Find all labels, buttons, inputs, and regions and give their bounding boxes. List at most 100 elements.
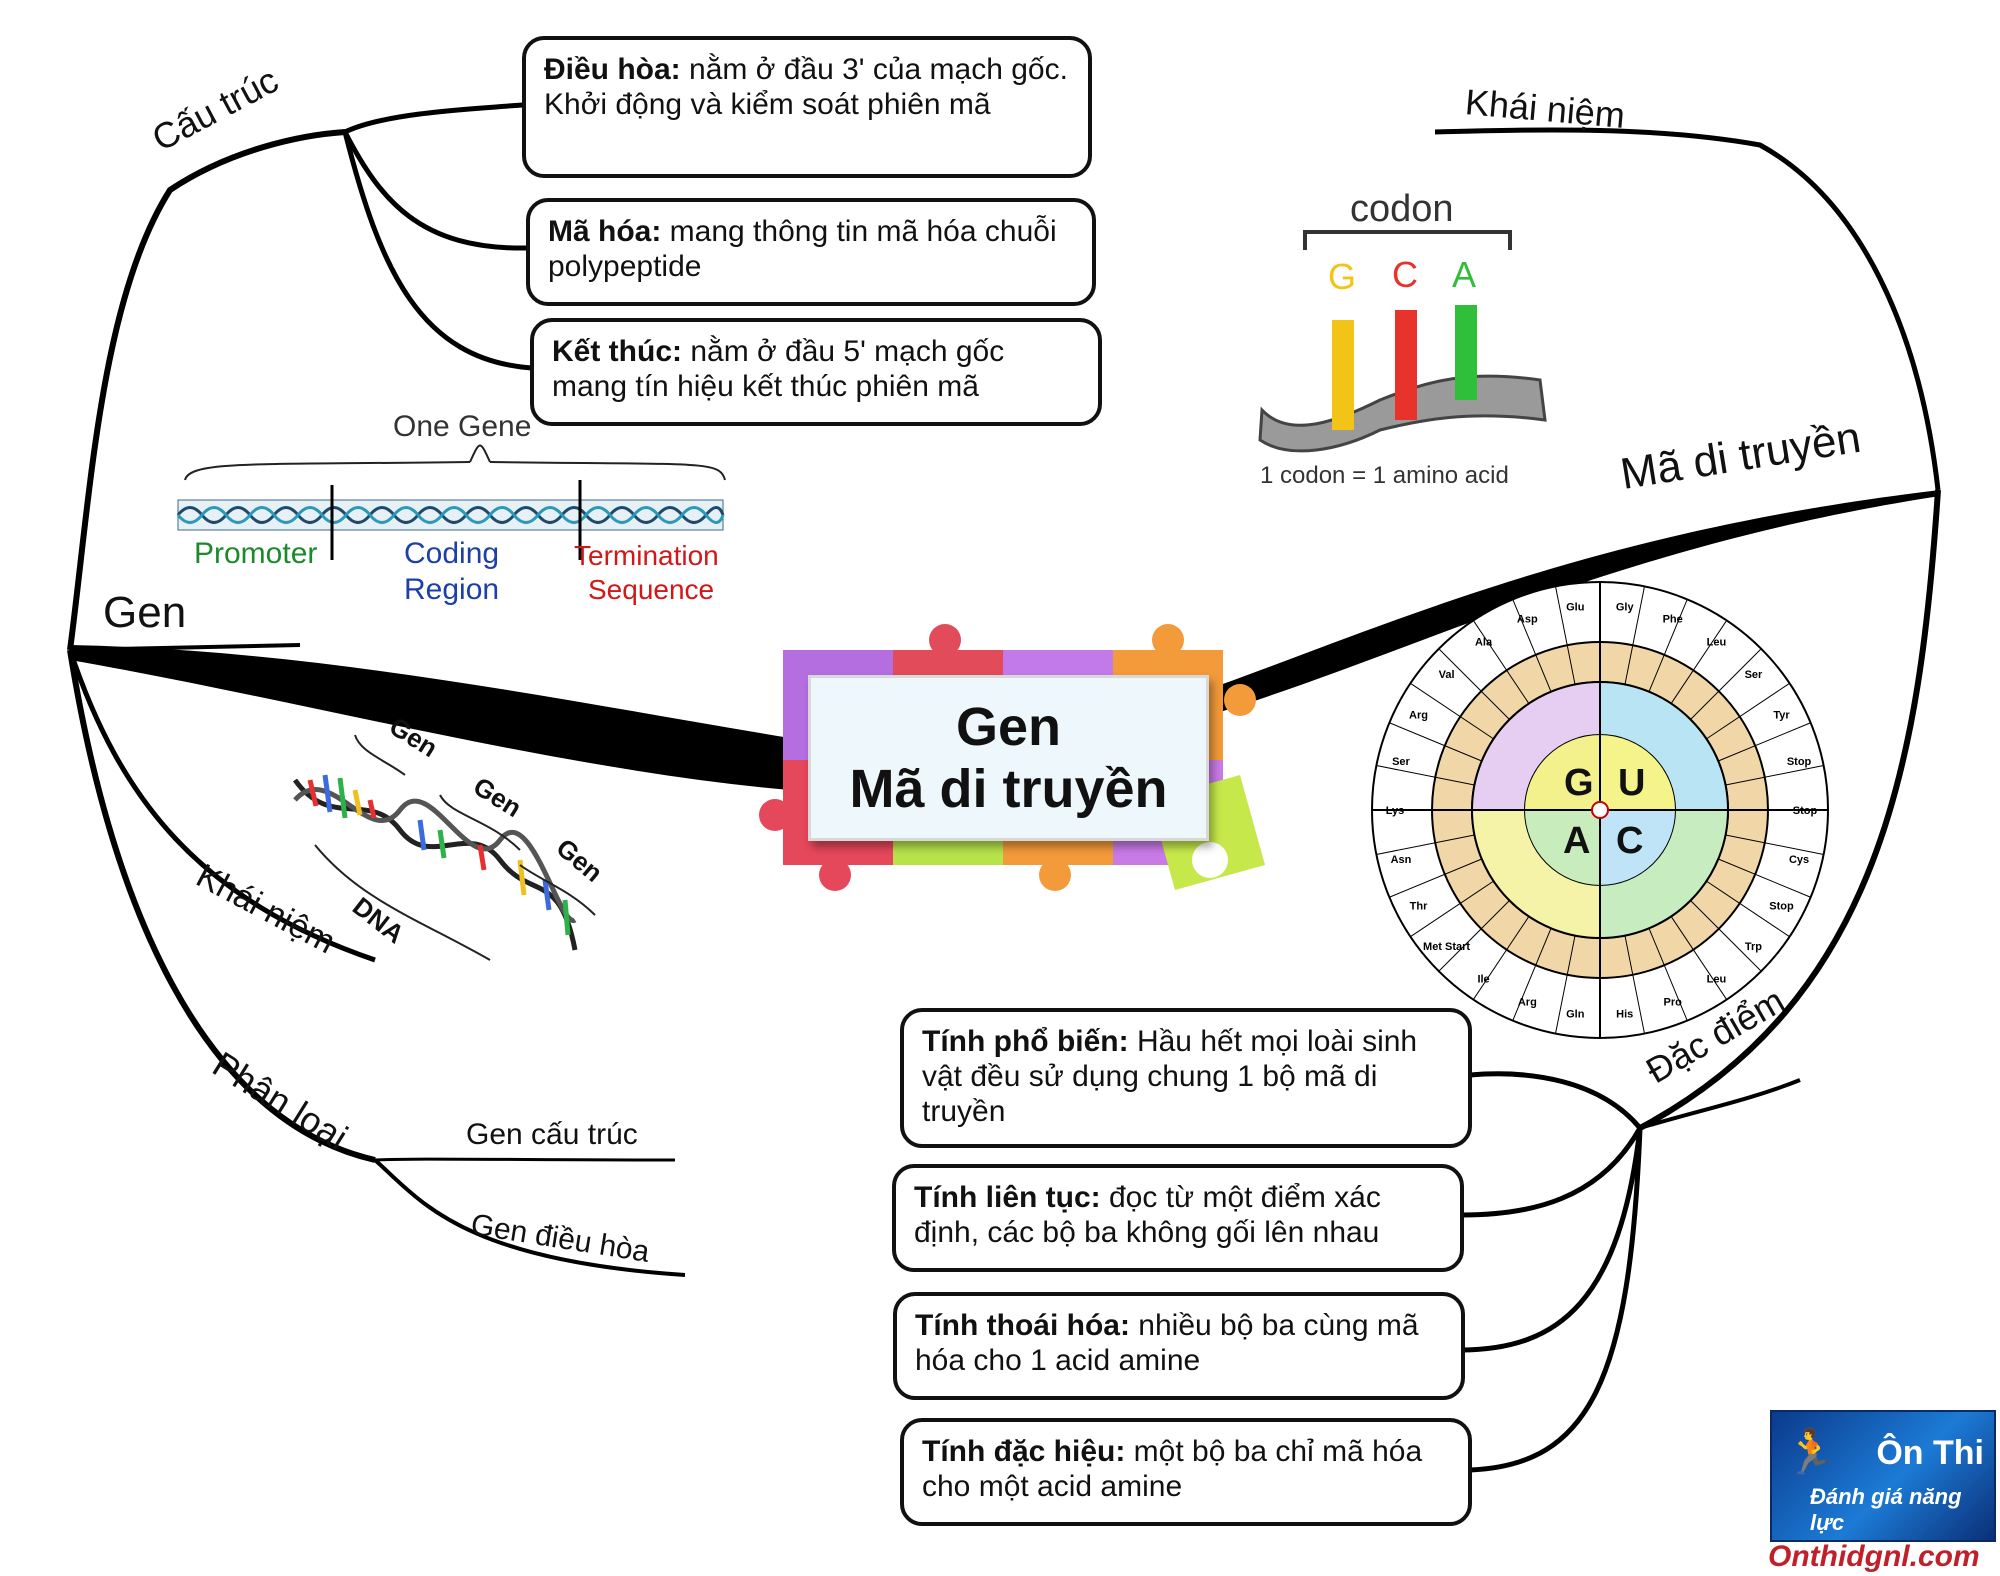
structure-item-term: Điều hòa:	[544, 53, 681, 86]
wheel-spoke	[1706, 682, 1790, 740]
wheel-spoke	[1555, 586, 1576, 685]
wheel-inner-u: U	[1618, 762, 1646, 804]
wheel-spoke	[1472, 620, 1530, 704]
branch-gen-underline	[69, 643, 301, 652]
feature-term: Tính phổ biến:	[922, 1025, 1129, 1058]
wheel-amino-label: Asn	[1391, 854, 1412, 866]
wheel-amino-label: Leu	[1707, 636, 1727, 648]
codon-wheel: GlyPheLeuSerTyrStopStopCysStopTrpLeuProH…	[1371, 581, 1829, 1039]
wheel-amino-label: His	[1616, 1009, 1633, 1021]
wheel-amino-label: Tyr	[1773, 710, 1790, 722]
feature-term: Tính liên tục:	[914, 1181, 1101, 1214]
structure-item-ma-hoa[interactable]: Mã hóa: mang thông tin mã hóa chuỗi poly…	[526, 198, 1096, 306]
central-topic[interactable]: Gen Mã di truyền	[808, 675, 1209, 841]
codon-bar-g	[1332, 320, 1354, 430]
wheel-spoke	[1725, 834, 1824, 855]
wheel-amino-label: Phe	[1663, 613, 1683, 625]
wheel-spoke	[1438, 648, 1510, 720]
wheel-amino-label: Gly	[1616, 601, 1635, 613]
wheel-amino-label: Ser	[1745, 669, 1763, 681]
gene-figure	[176, 444, 726, 560]
wheel-amino-label: Gln	[1566, 1009, 1585, 1021]
central-topic-line1: Gen	[955, 697, 1062, 757]
codon-bar-c	[1395, 310, 1417, 420]
feature-text: một bộ ba chỉ mã hóa cho một acid amine	[922, 1435, 1423, 1503]
classification-gen-cau-truc[interactable]: Gen cấu trúc	[466, 1118, 638, 1151]
wheel-spoke	[1718, 858, 1811, 898]
wheel-amino-label: Glu	[1566, 601, 1584, 613]
branch-feature2	[1461, 1126, 1643, 1218]
wheel-spoke	[1376, 834, 1475, 855]
branch-phan-loai	[67, 649, 376, 1163]
brand-logo[interactable]: 🏃 Ôn Thi Đánh giá năng lực	[1770, 1410, 1996, 1542]
wheel-spoke	[1670, 916, 1728, 1000]
feature-lien-tuc[interactable]: Tính liên tục: đọc từ một điểm xác định,…	[892, 1164, 1464, 1272]
gene-figure-coding1: Coding	[404, 537, 500, 570]
wheel-amino-label: Lys	[1386, 805, 1405, 817]
wheel-spoke	[1410, 682, 1494, 740]
site-link[interactable]: Onthidgnl.com	[1768, 1540, 1980, 1573]
wheel-amino-label: Stop	[1769, 900, 1794, 912]
wheel-inner-a: A	[1563, 820, 1591, 862]
wheel-amino-label: Ser	[1392, 756, 1410, 768]
wheel-amino-label: Asp	[1517, 613, 1538, 625]
wheel-spoke	[1725, 765, 1824, 786]
wheel-spoke	[1718, 722, 1811, 762]
structure-item-term: Kết thúc:	[552, 335, 682, 368]
wheel-amino-label: Arg	[1518, 997, 1537, 1009]
wheel-amino-label: Cys	[1789, 854, 1809, 866]
wheel-amino-label: Val	[1439, 669, 1455, 681]
gene-figure-coding2: Region	[404, 573, 500, 606]
wheel-amino-label: Stop	[1793, 805, 1818, 817]
logo-line1: Ôn Thi	[1876, 1434, 1984, 1472]
wheel-spoke	[1555, 935, 1576, 1034]
wheel-spoke	[1690, 900, 1762, 972]
feature-pho-bien[interactable]: Tính phổ biến: Hầu hết mọi loài sinh vật…	[900, 1008, 1472, 1148]
wheel-amino-label: Thr	[1410, 900, 1428, 912]
codon-figure-title: codon	[1350, 188, 1454, 230]
wheel-spoke	[1512, 599, 1552, 692]
codon-base-c: C	[1392, 254, 1418, 295]
runner-icon: 🏃	[1784, 1428, 1839, 1477]
logo-line2: Đánh giá năng lực	[1810, 1484, 1962, 1535]
feature-text: Hầu hết mọi loài sinh vật đều sử dụng ch…	[922, 1025, 1418, 1128]
codon-figure	[1258, 230, 1547, 453]
wheel-amino-label: Trp	[1745, 941, 1762, 953]
feature-dac-hieu[interactable]: Tính đặc hiệu: một bộ ba chỉ mã hóa cho …	[900, 1418, 1472, 1526]
wheel-spoke	[1648, 599, 1688, 692]
dna-helix-figure	[292, 734, 596, 961]
structure-item-ket-thuc[interactable]: Kết thúc: nằm ở đầu 5' mạch gốc mang tín…	[530, 318, 1102, 426]
codon-base-g: G	[1328, 256, 1357, 297]
structure-item-text: nằm ở đầu 3' của mạch gốc.	[680, 53, 1068, 86]
central-topic-line2: Mã di truyền	[849, 759, 1168, 819]
wheel-amino-label: Stop	[1787, 756, 1812, 768]
branch-feature3	[1459, 1127, 1643, 1353]
wheel-spoke	[1472, 916, 1530, 1000]
wheel-spoke	[1512, 928, 1552, 1021]
structure-item-text: nằm ở đầu 5' mạch gốc mang tín hiệu kết …	[552, 335, 1005, 403]
codon-bar-a	[1455, 305, 1477, 400]
wheel-amino-label: Pro	[1664, 997, 1683, 1009]
wheel-spoke	[1389, 722, 1482, 762]
wheel-spoke	[1389, 858, 1482, 898]
wheel-spoke	[1410, 880, 1494, 938]
branch-label-gen[interactable]: Gen	[103, 588, 187, 637]
branch-khai-niem-right	[1434, 127, 1941, 491]
branch-cau-truc	[67, 129, 346, 651]
wheel-amino-label: Ala	[1475, 636, 1493, 648]
feature-thoai-hoa[interactable]: Tính thoái hóa: nhiều bộ ba cùng mã hóa …	[893, 1292, 1465, 1400]
branch-cau-truc-item3	[342, 131, 533, 371]
wheel-inner-c: C	[1616, 820, 1644, 862]
gene-figure-term1: Termination	[574, 540, 719, 571]
structure-item-dieu-hoa[interactable]: Điều hòa: nằm ở đầu 3' của mạch gốc. Khở…	[522, 36, 1092, 178]
gene-figure-title: One Gene	[393, 410, 532, 443]
branch-feature4	[1469, 1127, 1643, 1473]
gene-figure-promoter: Promoter	[194, 537, 318, 570]
codon-figure-caption: 1 codon = 1 amino acid	[1260, 462, 1509, 489]
branch-dac-diem	[1638, 489, 1941, 1131]
wheel-amino-label: Ile	[1477, 974, 1489, 986]
codon-base-a: A	[1452, 254, 1477, 295]
wheel-spoke	[1706, 880, 1790, 938]
gene-figure-term2: Sequence	[588, 574, 715, 605]
wheel-amino-label: Met Start	[1423, 941, 1470, 953]
